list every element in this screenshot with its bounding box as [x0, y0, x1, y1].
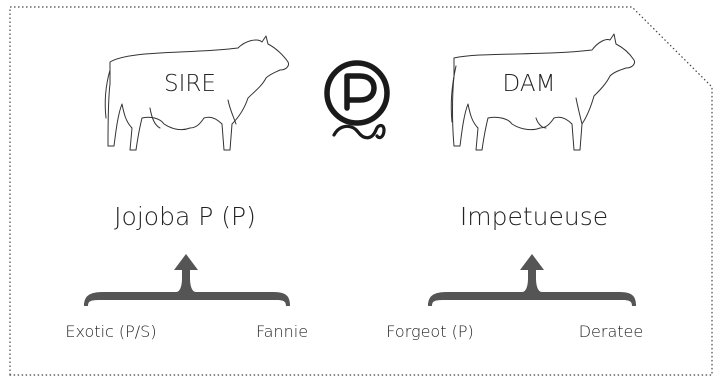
dam-name: Impetueuse	[459, 202, 609, 231]
sire-name: Jojoba P (P)	[114, 202, 256, 231]
card-border	[9, 6, 713, 376]
sire-cow-icon	[104, 35, 289, 151]
dam-mother-name: Deratee	[578, 322, 644, 341]
dam-cow-icon	[450, 33, 635, 151]
dam-father-name: Forgeot (P)	[386, 322, 474, 341]
dam-label: DAM	[502, 71, 556, 97]
dam-bracket	[428, 254, 636, 306]
sire-mother-name: Fannie	[255, 322, 309, 341]
polled-symbol-icon	[324, 60, 390, 140]
sire-label: SIRE	[164, 71, 216, 97]
sire-bracket	[84, 254, 290, 306]
sire-father-name: Exotic (P/S)	[65, 322, 157, 341]
